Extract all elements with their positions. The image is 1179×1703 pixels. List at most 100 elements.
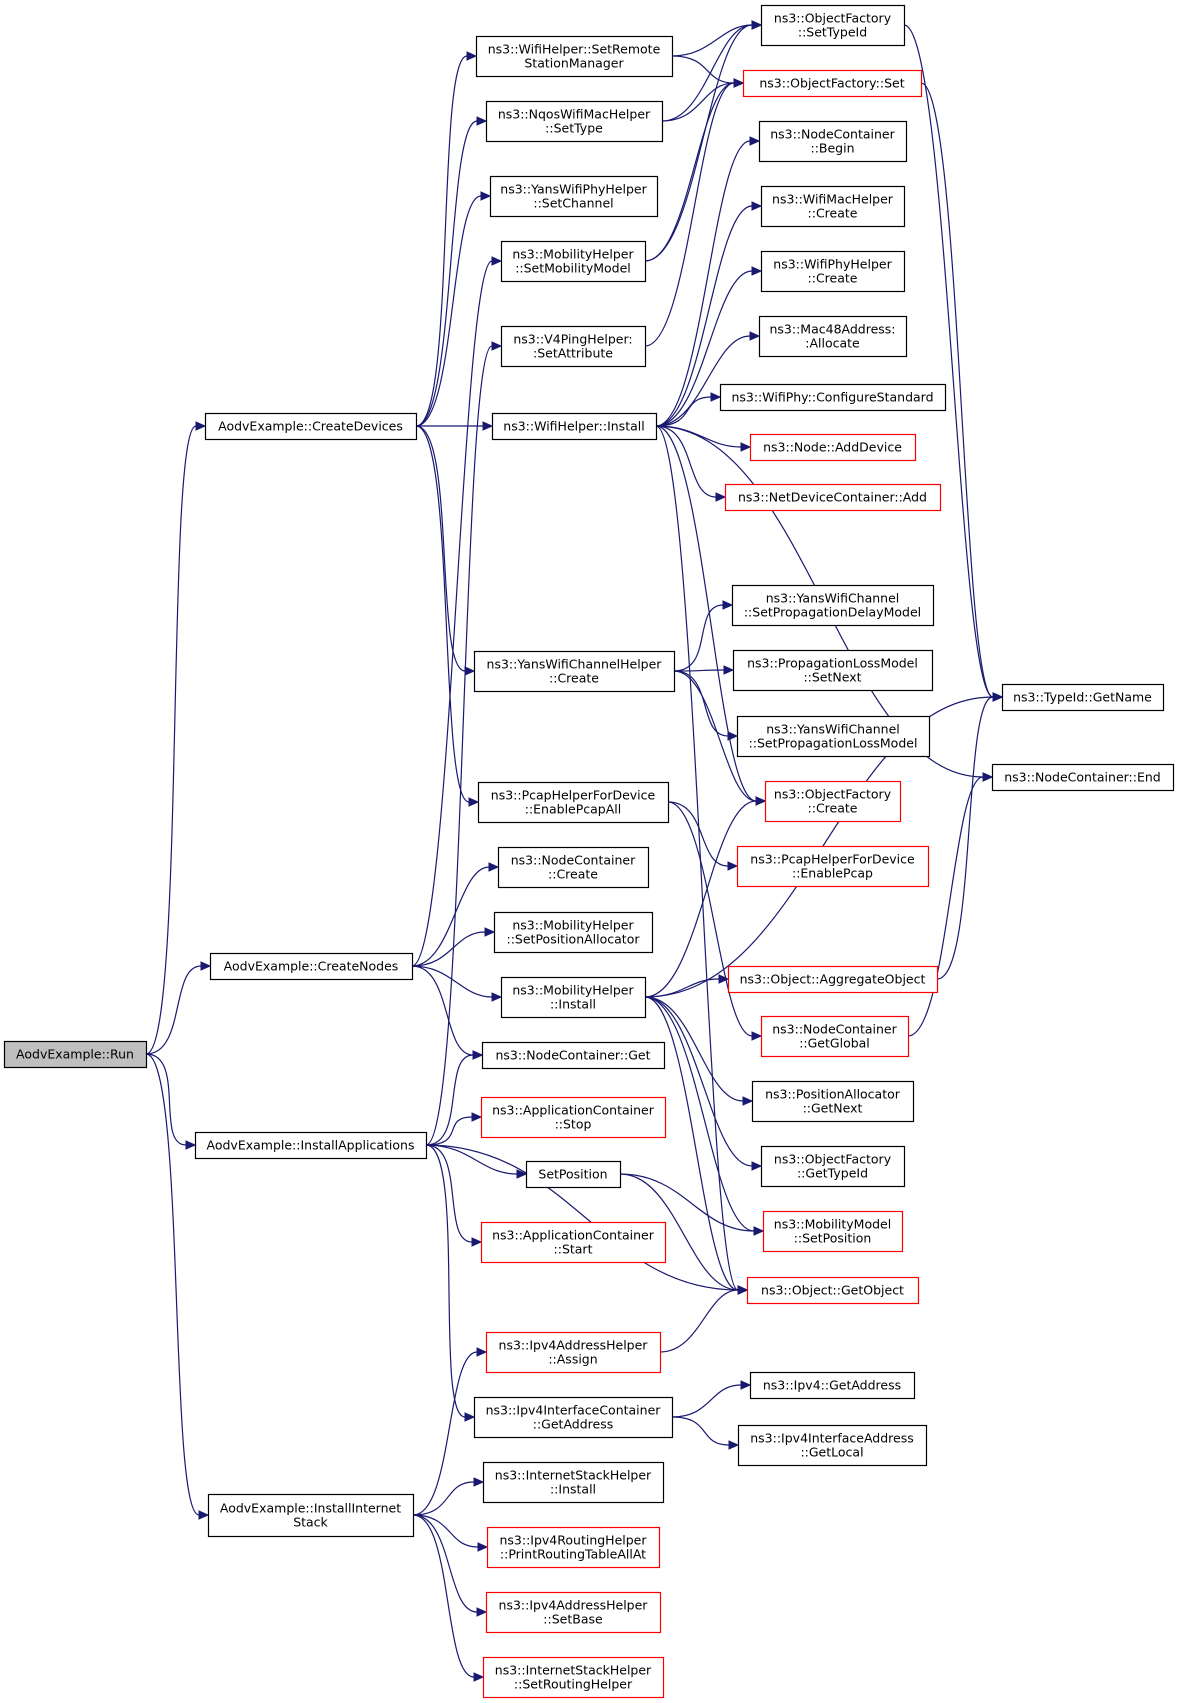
node-mmSetPos[interactable]: ns3::MobilityModel::SetPosition	[762, 1210, 904, 1253]
node-ishSetRouting[interactable]: ns3::InternetStackHelper::SetRoutingHelp…	[482, 1656, 665, 1699]
node-ndcAdd[interactable]: ns3::NetDeviceContainer::Add	[724, 483, 942, 512]
arrowhead-createDevices-to-pcapEnableAll	[468, 797, 480, 807]
node-run[interactable]: AodvExample::Run	[3, 1040, 148, 1069]
node-ncCreate[interactable]: ns3::NodeContainer::Create	[497, 846, 650, 889]
node-box	[760, 4, 906, 47]
edge-run-to-installApps	[145, 1053, 187, 1146]
edge-yansChCreate-to-plmSetNext	[673, 669, 725, 672]
edge-wifiInstall-to-wifiMacCreate	[655, 205, 753, 427]
node-ipv4IfGetAddr[interactable]: ns3::Ipv4InterfaceContainer::GetAddress	[473, 1396, 674, 1439]
node-appStop[interactable]: ns3::ApplicationContainer::Stop	[480, 1096, 667, 1139]
arrowhead-installApps-to-setPosition	[516, 1169, 528, 1179]
node-mobSetModel[interactable]: ns3::MobilityHelper::SetMobilityModel	[500, 240, 647, 283]
node-ipv4GetAddr[interactable]: ns3::Ipv4::GetAddress	[749, 1371, 916, 1400]
node-wifiPhyCreate[interactable]: ns3::WifiPhyHelper::Create	[760, 250, 906, 293]
node-mobInstall[interactable]: ns3::MobilityHelper::Install	[500, 976, 647, 1019]
node-ywcSetDelay[interactable]: ns3::YansWifiChannel::SetPropagationDela…	[731, 584, 935, 627]
node-label: ns3::YansWifiChannelHelper	[487, 657, 663, 672]
node-label: ::SetRoutingHelper	[514, 1677, 633, 1692]
node-box	[736, 715, 931, 758]
node-typeIdGetName[interactable]: ns3::TypeId::GetName	[1001, 683, 1165, 712]
node-label: ::Install	[550, 1482, 596, 1497]
node-installApps[interactable]: AodvExample::InstallApplications	[194, 1131, 428, 1160]
node-mobSetPosAlloc[interactable]: ns3::MobilityHelper::SetPositionAllocato…	[493, 911, 654, 954]
node-nqosSetType[interactable]: ns3::NqosWifiMacHelper::SetType	[485, 100, 664, 143]
edge-mobInstall-to-objGetObject	[644, 996, 739, 1291]
node-v4pingSetAttr[interactable]: ns3::V4PingHelper::SetAttribute	[500, 325, 647, 368]
node-macAllocate[interactable]: ns3::Mac48Address::Allocate	[758, 315, 908, 358]
node-ipv4IfAddrGetLocal[interactable]: ns3::Ipv4InterfaceAddress::GetLocal	[737, 1424, 928, 1467]
node-appStart[interactable]: ns3::ApplicationContainer::Start	[480, 1221, 667, 1264]
edge-wifiSetRemote-to-ofSetTypeId	[671, 24, 753, 57]
node-ncBegin[interactable]: ns3::NodeContainer::Begin	[758, 120, 908, 163]
node-yansChCreate[interactable]: ns3::YansWifiChannelHelper::Create	[473, 650, 676, 693]
node-paGetNext[interactable]: ns3::PositionAllocator::GetNext	[751, 1080, 915, 1123]
node-box	[746, 1276, 920, 1305]
node-label: ::EnablePcapAll	[525, 802, 622, 817]
node-label: :SetAttribute	[533, 346, 613, 361]
arrowhead-wifiInstall-to-ncBegin	[749, 136, 761, 146]
node-label: ns3::Ipv4::GetAddress	[763, 1378, 901, 1393]
edge-installInternet-to-ishInstall	[412, 1481, 475, 1516]
node-yansPhySetChannel[interactable]: ns3::YansWifiPhyHelper::SetChannel	[489, 175, 659, 218]
edge-wifiInstall-to-ndcAdd	[655, 425, 717, 498]
edge-v4pingSetAttr-to-ofSet	[644, 82, 735, 347]
node-ipv4Assign[interactable]: ns3::Ipv4AddressHelper::Assign	[485, 1331, 662, 1374]
node-label: ::Create	[808, 206, 858, 221]
node-pcapEnable[interactable]: ns3::PcapHelperForDevice::EnablePcap	[736, 845, 930, 888]
arrowhead-run-to-installApps	[185, 1140, 197, 1150]
arrowhead-pcapEnableAll-to-pcapEnable	[727, 861, 739, 871]
edge-createNodes-to-mobSetPosAlloc	[411, 931, 486, 967]
node-wifiPhyConfig[interactable]: ns3::WifiPhy::ConfigureStandard	[719, 383, 947, 412]
edge-yansChCreate-to-ywcSetDelay	[673, 604, 724, 672]
node-label: ::SetTypeId	[798, 25, 867, 40]
node-wifiInstall[interactable]: ns3::WifiHelper::Install	[491, 412, 658, 441]
edge-createNodes-to-ncGet	[411, 965, 474, 1056]
edge-run-to-createDevices	[145, 425, 197, 1055]
arrowhead-createDevices-to-nqosSetType	[476, 116, 488, 126]
node-ofSet[interactable]: ns3::ObjectFactory::Set	[742, 69, 923, 98]
node-label: ns3::Object::GetObject	[761, 1283, 904, 1298]
node-box	[736, 845, 930, 888]
node-label: ::SetType	[545, 121, 603, 136]
node-ncGetGlobal[interactable]: ns3::NodeContainer::GetGlobal	[760, 1015, 910, 1058]
node-label: AodvExample::InstallApplications	[207, 1138, 415, 1153]
node-box	[482, 1461, 665, 1504]
node-ofGetTypeId[interactable]: ns3::ObjectFactory::GetTypeId	[760, 1145, 906, 1188]
node-ywcSetLoss[interactable]: ns3::YansWifiChannel::SetPropagationLoss…	[736, 715, 931, 758]
node-plmSetNext[interactable]: ns3::PropagationLossModel::SetNext	[732, 649, 934, 692]
node-ncEnd[interactable]: ns3::NodeContainer::End	[991, 763, 1175, 792]
node-ofCreate[interactable]: ns3::ObjectFactory::Create	[764, 780, 902, 823]
node-ncGet[interactable]: ns3::NodeContainer::Get	[481, 1041, 666, 1070]
node-label: ns3::Object::AggregateObject	[740, 972, 926, 987]
arrowhead-wifiInstall-to-wifiPhyCreate	[751, 266, 763, 276]
edge-objAggregate-to-typeIdGetName	[936, 696, 994, 980]
node-createNodes[interactable]: AodvExample::CreateNodes	[209, 952, 414, 981]
node-ipv4RoutingPrint[interactable]: ns3::Ipv4RoutingHelper::PrintRoutingTabl…	[486, 1526, 661, 1569]
node-setPosition[interactable]: SetPosition	[525, 1160, 622, 1189]
edge-installApps-to-objGetObject	[425, 1144, 739, 1291]
arrowhead-yansChCreate-to-plmSetNext	[723, 665, 735, 675]
node-nodeAddDevice[interactable]: ns3::Node::AddDevice	[749, 433, 917, 462]
node-createDevices[interactable]: AodvExample::CreateDevices	[204, 412, 418, 441]
node-label: ns3::InternetStackHelper	[495, 1468, 652, 1483]
arrowhead-installApps-to-v4pingSetAttr	[491, 341, 503, 351]
node-ipv4SetBase[interactable]: ns3::Ipv4AddressHelper::SetBase	[485, 1591, 662, 1634]
node-box	[194, 1131, 428, 1160]
node-ishInstall[interactable]: ns3::InternetStackHelper::Install	[482, 1461, 665, 1504]
arrowhead-createDevices-to-wifiSetRemote	[466, 51, 478, 61]
node-pcapEnableAll[interactable]: ns3::PcapHelperForDevice::EnablePcapAll	[477, 781, 670, 824]
node-wifiMacCreate[interactable]: ns3::WifiMacHelper::Create	[760, 185, 906, 228]
node-label: ns3::ObjectFactory	[774, 787, 892, 802]
arrowhead-mobInstall-to-ofCreate	[755, 796, 767, 806]
node-label: AodvExample::Run	[16, 1047, 134, 1062]
edge-mobSetModel-to-ofSet	[644, 82, 735, 262]
node-objAggregate[interactable]: ns3::Object::AggregateObject	[727, 965, 939, 994]
node-ofSetTypeId[interactable]: ns3::ObjectFactory::SetTypeId	[760, 4, 906, 47]
node-objGetObject[interactable]: ns3::Object::GetObject	[746, 1276, 920, 1305]
node-label: ns3::ObjectFactory	[774, 11, 892, 26]
node-box	[737, 1424, 928, 1467]
